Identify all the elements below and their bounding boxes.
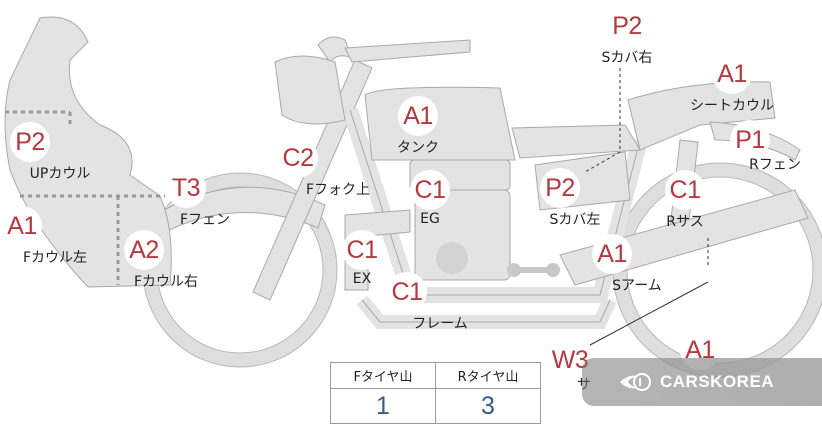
callout-c1-ex: C1 EX: [332, 230, 392, 287]
part-label: Sアーム: [612, 278, 662, 294]
grade-badge: P2: [10, 122, 50, 162]
frame-shape: [342, 107, 648, 329]
carskorea-watermark: CARSKOREA: [582, 358, 822, 406]
rear-tire-header: Rタイヤ山: [435, 362, 541, 389]
front-tire-value: 1: [330, 388, 436, 424]
part-label: Fカウル左: [22, 250, 88, 266]
callout-a1-sarm: A1 Sアーム: [592, 234, 682, 295]
callout-p2-upcowl: P2 UPカウル: [10, 122, 110, 183]
callout-a2-fcowlright: A2 Fカウル右: [118, 230, 214, 291]
grade-badge: C1: [665, 170, 705, 210]
part-label: Fフォク上: [305, 182, 371, 198]
callout-p2-scoverleft: P2 Sカバ左: [530, 168, 620, 229]
grade-badge: A1: [2, 206, 42, 246]
part-label: フレーム: [412, 316, 468, 332]
grade-badge: A1: [398, 96, 438, 136]
grade-badge: P2: [540, 168, 580, 208]
callout-c1-eg: C1 EG: [395, 170, 465, 227]
part-label: Fフェン: [179, 212, 231, 228]
callout-a1-fcowlleft: A1 Fカウル左: [0, 206, 110, 267]
grade-badge: P2: [607, 6, 647, 46]
part-label: タンク: [397, 140, 439, 156]
fairing-shape: [4, 16, 172, 288]
part-label: EG: [420, 211, 440, 227]
grade-badge: A1: [712, 54, 752, 94]
part-label: Sカバ右: [601, 50, 653, 66]
watermark-text: CARSKOREA: [660, 372, 775, 391]
callout-p2-top: P2 Sカバ右: [592, 6, 662, 67]
part-label: Rサス: [666, 214, 704, 230]
grade-badge: T3: [166, 168, 206, 208]
tire-tread-table: Fタイヤ山 Rタイヤ山 1 3: [330, 362, 541, 424]
part-label: UPカウル: [29, 166, 91, 182]
callout-t3-ffender: T3 Fフェン: [160, 168, 250, 229]
callout-a1-tank: A1 タンク: [378, 96, 458, 157]
front-tire-header: Fタイヤ山: [330, 362, 436, 389]
part-label: EX: [352, 271, 372, 287]
grade-badge: A1: [592, 234, 632, 274]
grade-badge: C1: [410, 170, 450, 210]
part-label: Fカウル右: [133, 274, 199, 290]
grade-badge: C2: [278, 138, 318, 178]
rear-tire-value: 3: [435, 388, 541, 424]
grade-badge: C1: [342, 230, 382, 270]
callout-c2-fork: C2 Fフォク上: [278, 138, 388, 199]
part-label: Rフェン: [749, 157, 801, 173]
callout-a1-seat: A1 シートカウル: [672, 54, 792, 115]
part-label: シートカウル: [690, 98, 774, 114]
callout-p1-rfender: P1 Rフェン: [695, 120, 805, 174]
grade-badge: A2: [124, 230, 164, 270]
callout-c1-frame: C1 フレーム: [385, 272, 495, 333]
carskorea-logo-icon: [620, 373, 651, 391]
grade-badge: P1: [730, 120, 770, 160]
leader-lines: [584, 68, 709, 346]
callout-c1-rsus: C1 Rサス: [650, 170, 720, 231]
headlight-shape: [274, 55, 346, 125]
grade-badge: C1: [387, 272, 427, 312]
part-label: Sカバ左: [549, 212, 601, 228]
